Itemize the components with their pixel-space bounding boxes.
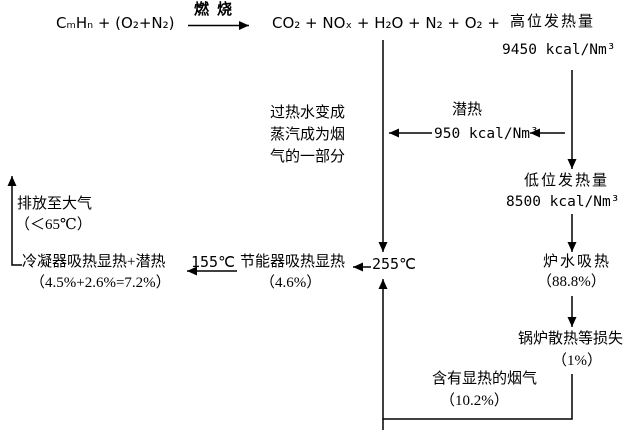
equation-products: CO₂ + NOₓ + H₂O + N₂ + O₂ +: [272, 14, 500, 32]
hhv-value: 9450 kcal/Nm³: [502, 42, 616, 58]
economizer-label: 节能器吸热显热: [240, 254, 346, 270]
superheat-note-line2: 蒸汽成为烟: [270, 127, 346, 143]
furnace-value: （88.8%）: [537, 274, 606, 290]
superheat-note-line3: 气的一部分: [270, 149, 346, 165]
combustion-label: 燃烧: [194, 2, 241, 18]
superheat-note: 过热水变成 蒸汽成为烟 气的一部分: [270, 102, 345, 168]
boiler-loss-label: 锅炉散热等损失: [518, 331, 624, 347]
flue-sensible-label: 含有显热的烟气: [432, 371, 538, 387]
economizer-value: （4.6%）: [260, 275, 322, 291]
exhaust-arrow: [7, 176, 22, 266]
equation-reactants: CₘHₙ + (O₂+N₂): [56, 14, 175, 32]
temp-255-label: 255℃: [372, 255, 416, 273]
superheat-note-line1: 过热水变成: [270, 105, 346, 121]
condenser-label: 冷凝器吸热显热+潜热: [22, 254, 166, 270]
exhaust-value: （＜65℃）: [15, 217, 92, 233]
latent-label: 潜热: [452, 102, 483, 118]
boiler-loss-value: （1%）: [552, 353, 602, 369]
latent-value: 950 kcal/Nm³: [434, 126, 539, 142]
furnace-label: 炉水吸热: [543, 254, 612, 270]
lhv-label: 低位发热量: [524, 173, 610, 189]
condenser-value: （4.5%+2.6%=7.2%）: [30, 275, 171, 291]
temp-155-label: 155℃: [191, 253, 235, 271]
lhv-value: 8500 kcal/Nm³: [506, 194, 620, 210]
flue-sensible-value: （10.2%）: [440, 393, 509, 409]
hhv-label: 高位发热量: [510, 14, 596, 30]
exhaust-label: 排放至大气: [17, 196, 93, 212]
flue-return-line: [378, 279, 573, 420]
